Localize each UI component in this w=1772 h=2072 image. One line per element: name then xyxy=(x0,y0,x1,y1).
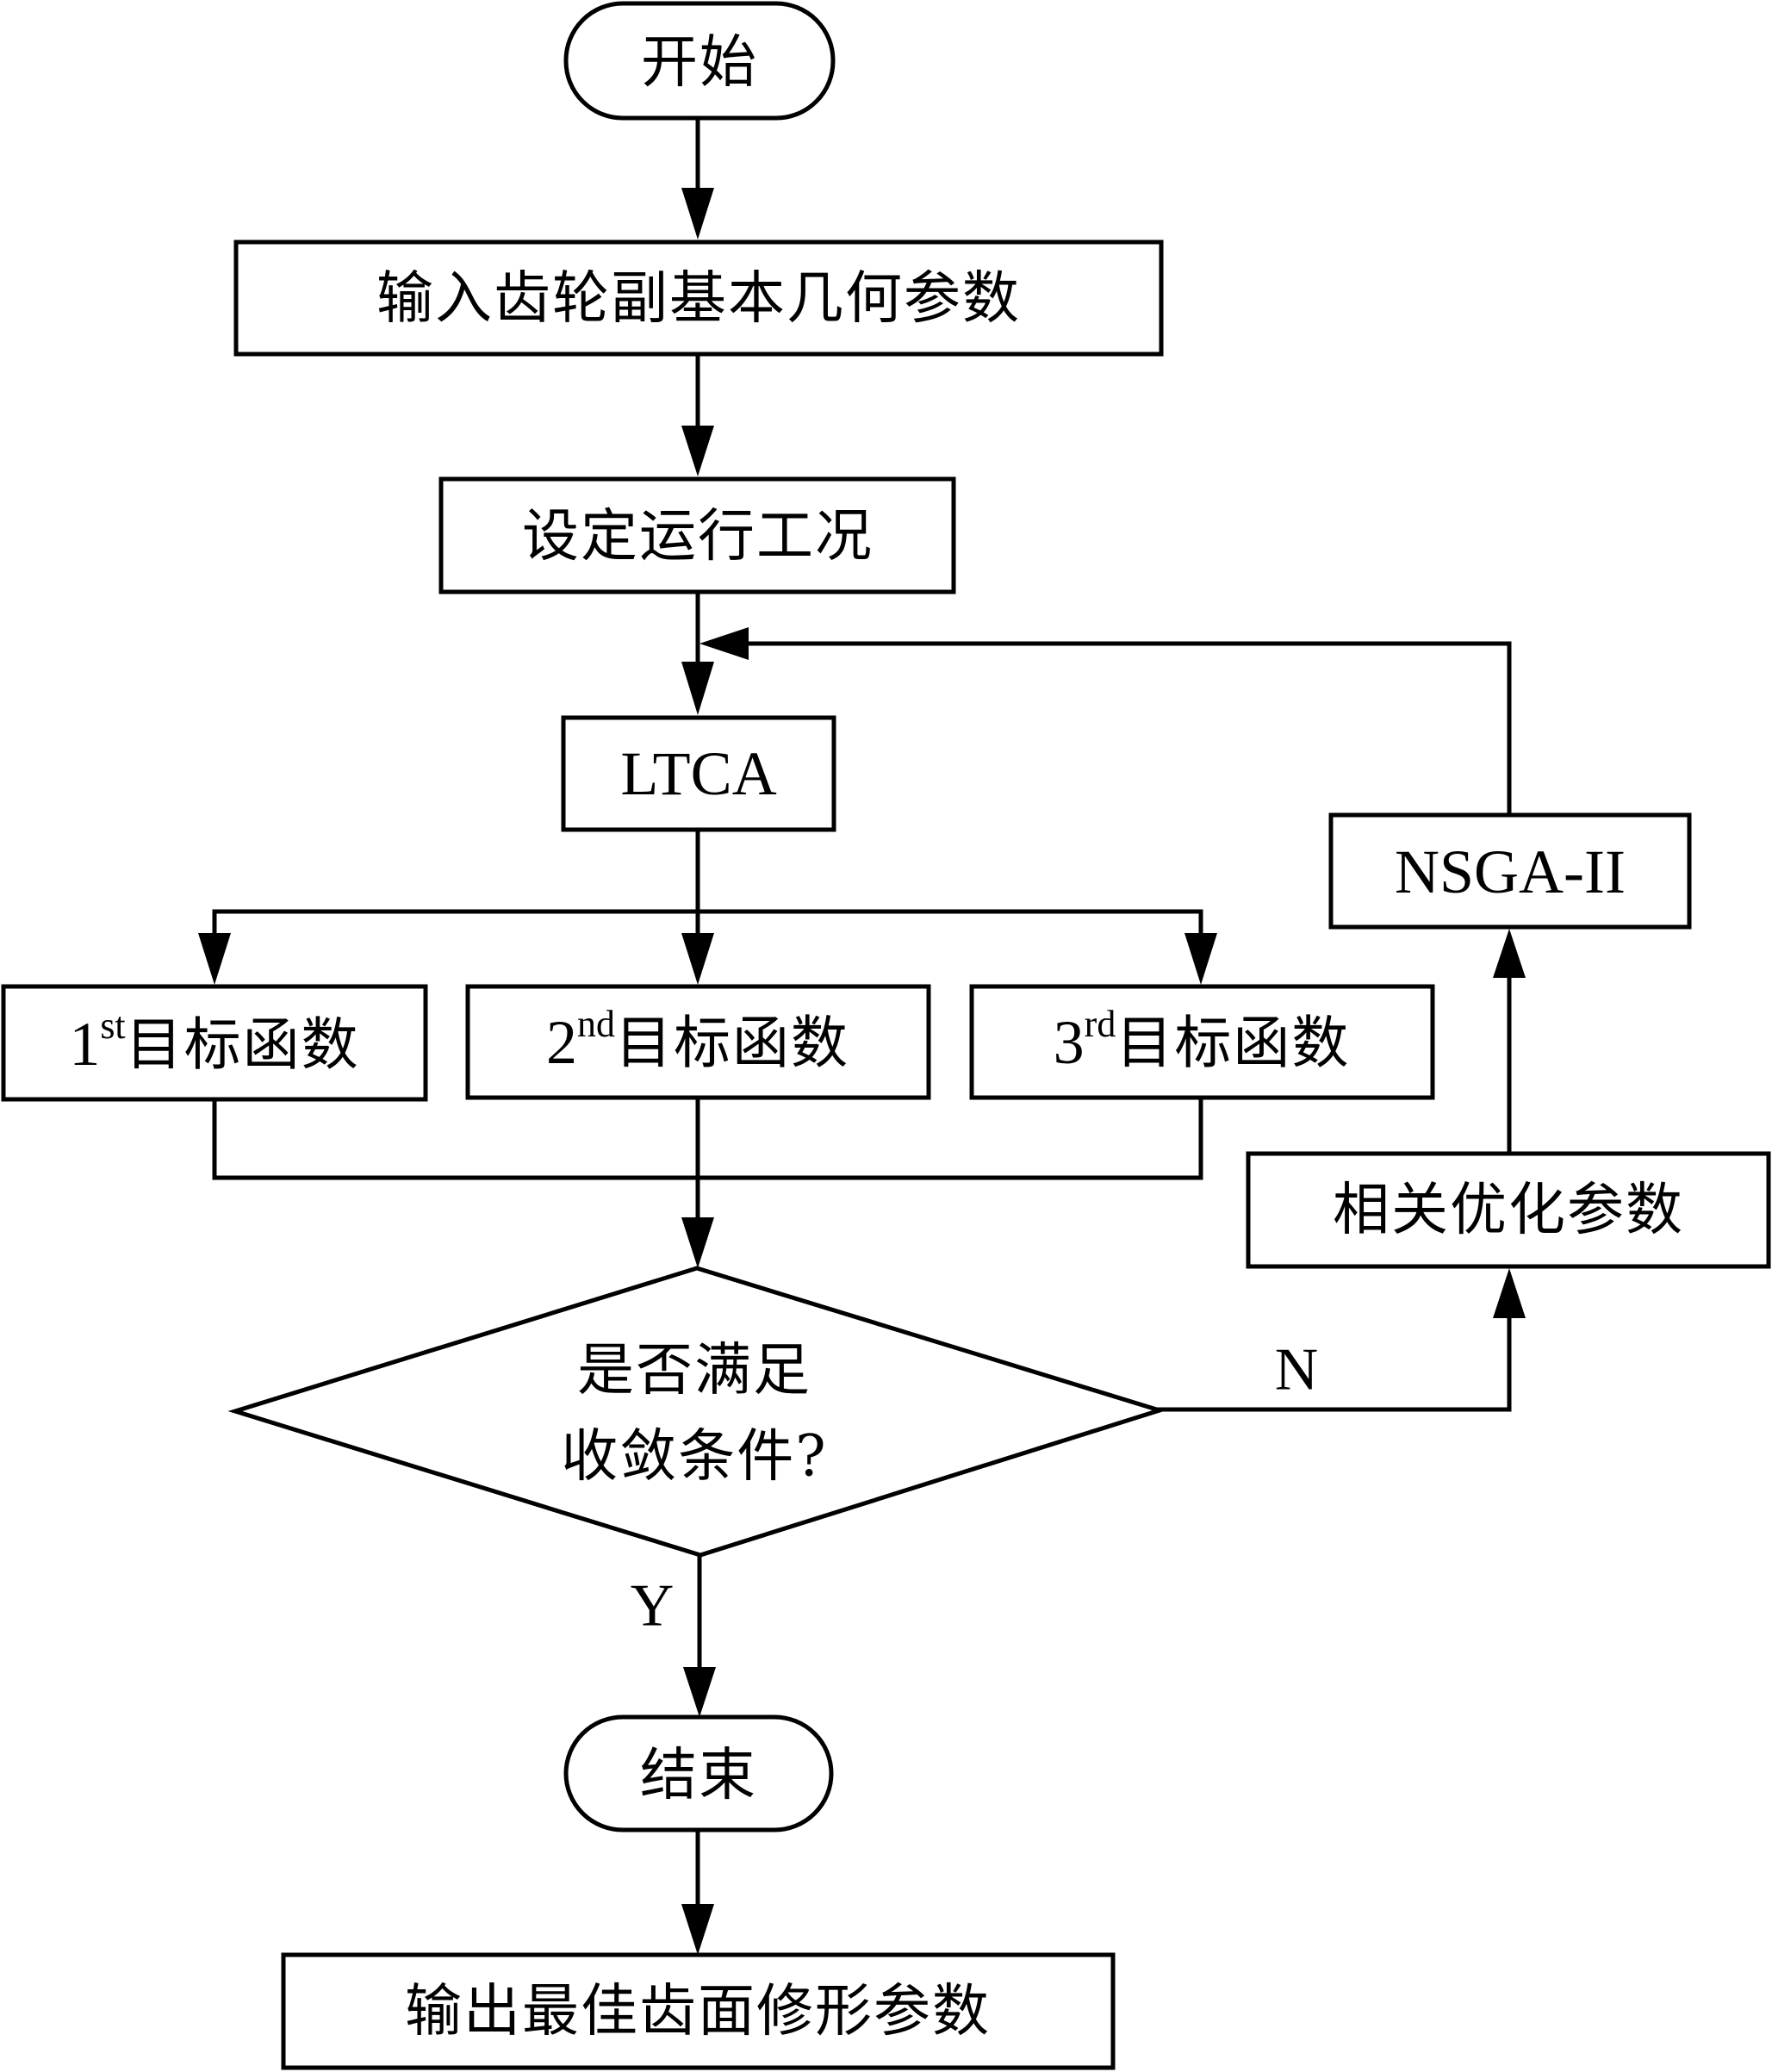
node-start: 开始 xyxy=(563,1,836,121)
terminator-shape xyxy=(563,1,836,121)
related-params-label: 相关优化参数 xyxy=(1333,1177,1684,1243)
edge-label-yes: Y xyxy=(631,1573,675,1640)
ltca-label: LTCA xyxy=(620,739,776,808)
arrowhead-down-icon xyxy=(1184,933,1217,985)
node-objective-2: 2nd目标函数 xyxy=(465,984,931,1100)
end-label: 结束 xyxy=(640,1742,757,1808)
decision-line-1: 是否满足 xyxy=(577,1337,811,1403)
output-params-label: 输出最佳齿面修形参数 xyxy=(405,1978,991,2044)
arrowhead-down-icon xyxy=(681,1217,714,1268)
arrowhead-down-icon xyxy=(198,933,231,985)
objective-1-text: 目标函数 xyxy=(126,1011,360,1078)
terminator-shape xyxy=(563,1714,834,1832)
process-shape xyxy=(233,240,1164,357)
node-related-params: 相关优化参数 xyxy=(1246,1151,1771,1269)
process-shape xyxy=(281,1952,1116,2070)
objective-1-number: 1 xyxy=(69,1010,100,1079)
objective-3-text: 目标函数 xyxy=(1116,1010,1350,1076)
node-objective-3: 3rd目标函数 xyxy=(969,984,1435,1100)
edge-label-no: N xyxy=(1275,1337,1319,1403)
arrowhead-up-icon xyxy=(1493,1268,1526,1318)
objective-1-suffix: st xyxy=(100,1005,125,1047)
arrowhead-down-icon xyxy=(681,1904,714,1955)
objective-3-number: 3 xyxy=(1054,1008,1085,1077)
node-set-conditions: 设定运行工况 xyxy=(438,476,956,594)
objective-3-suffix: rd xyxy=(1085,1003,1116,1045)
arrowhead-up-icon xyxy=(1493,929,1526,978)
objective-2-suffix: nd xyxy=(577,1003,615,1045)
process-shape xyxy=(1,984,428,1102)
node-output-params: 输出最佳齿面修形参数 xyxy=(281,1952,1116,2070)
objective-3-label: 3rd目标函数 xyxy=(1054,1003,1351,1078)
node-input-params: 输入齿轮副基本几何参数 xyxy=(233,240,1164,357)
node-convergence-check: 是否满足 收敛条件? xyxy=(227,1266,1167,1558)
arrowhead-left-icon xyxy=(699,627,749,660)
node-end: 结束 xyxy=(563,1714,834,1832)
arrowhead-down-icon xyxy=(683,1667,716,1717)
objective-2-label: 2nd目标函数 xyxy=(546,1003,849,1078)
start-label: 开始 xyxy=(641,29,758,96)
process-shape xyxy=(438,476,956,594)
process-shape xyxy=(1328,812,1692,930)
arrowhead-down-icon xyxy=(681,188,714,240)
objective-2-text: 目标函数 xyxy=(615,1010,849,1076)
input-params-label: 输入齿轮副基本几何参数 xyxy=(376,265,1021,332)
objective-2-number: 2 xyxy=(546,1008,577,1077)
node-objective-1: 1st目标函数 xyxy=(1,984,428,1102)
nsga-label: NSGA-II xyxy=(1395,837,1626,906)
node-ltca: LTCA xyxy=(561,715,836,832)
connectors xyxy=(198,115,1526,1955)
decision-shape xyxy=(227,1266,1167,1558)
process-shape xyxy=(465,984,931,1100)
process-shape xyxy=(1246,1151,1771,1269)
decision-line-2: 收敛条件? xyxy=(561,1423,827,1490)
objective-1-label: 1st目标函数 xyxy=(69,1005,359,1080)
process-shape xyxy=(561,715,836,832)
arrowhead-down-icon xyxy=(681,933,714,985)
arrowhead-down-icon xyxy=(681,426,714,476)
process-shape xyxy=(969,984,1435,1100)
arrowhead-down-icon xyxy=(681,662,714,715)
node-nsga: NSGA-II xyxy=(1328,812,1692,930)
set-conditions-label: 设定运行工况 xyxy=(522,503,874,569)
